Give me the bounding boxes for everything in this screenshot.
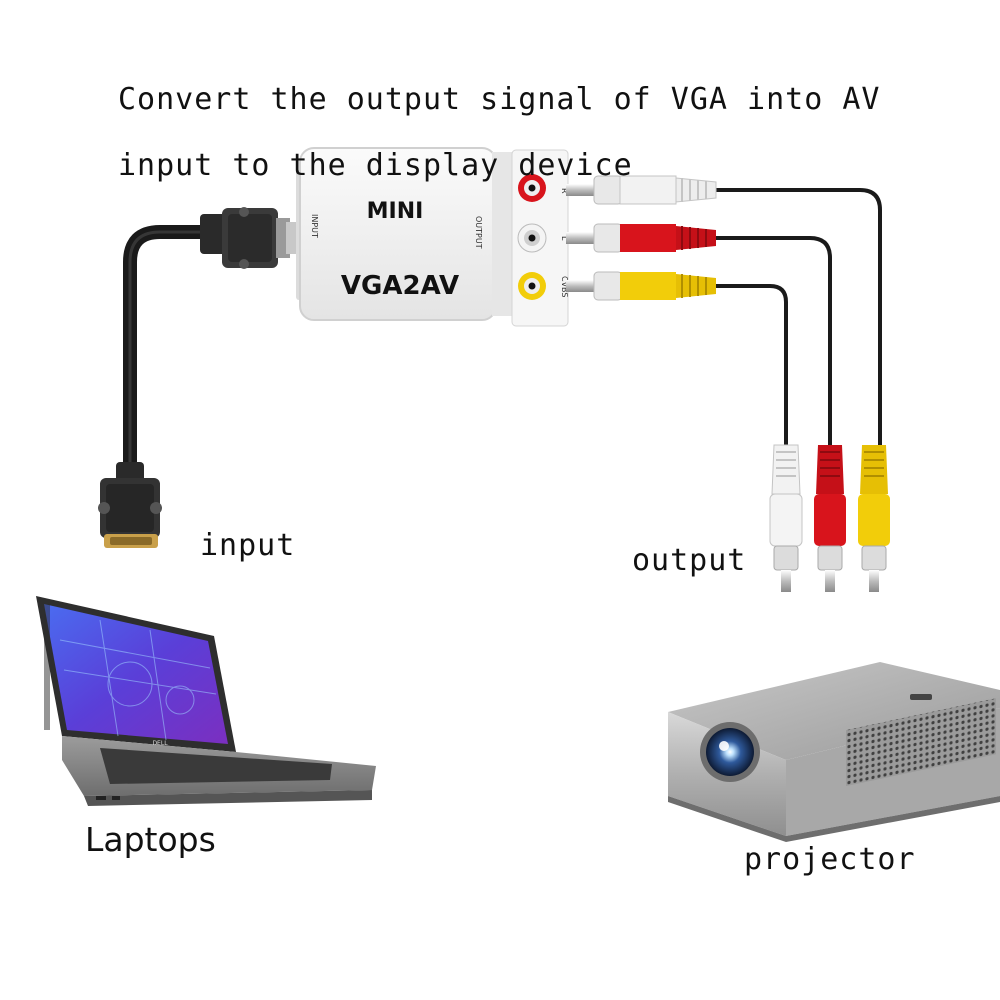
jack-red	[518, 174, 546, 202]
rca-plug-white-horizontal	[566, 175, 717, 205]
jack-r-label: R	[560, 188, 569, 194]
jack-yellow	[518, 272, 546, 300]
vga-cable	[123, 225, 212, 477]
laptops-label: Laptops	[85, 820, 216, 859]
jack-white	[517, 223, 547, 253]
rca-plug-red-horizontal	[566, 223, 716, 253]
headline-line-1: Convert the output signal of VGA into AV	[118, 82, 881, 117]
rca-plug-red-vertical	[814, 445, 846, 592]
headline-line-2: input to the display device	[118, 148, 633, 183]
projector-label: projector	[744, 842, 916, 877]
adapter-model-vga2av: VGA2AV	[341, 271, 459, 301]
vga-connector-top	[200, 207, 296, 269]
adapter-port-input-label: INPUT	[310, 214, 319, 238]
headline: Convert the output signal of VGA into AV…	[118, 50, 978, 215]
projector	[668, 662, 1000, 842]
laptop: DELL	[36, 596, 376, 806]
rca-plug-white-vertical	[769, 444, 803, 592]
rca-plug-yellow-horizontal	[566, 271, 716, 301]
jack-cvbs-label: CVBS	[560, 276, 569, 297]
output-label: output	[632, 543, 747, 578]
rca-plug-yellow-vertical	[858, 445, 890, 592]
input-label: input	[200, 528, 296, 563]
adapter-port-output-label: OUTPUT	[474, 216, 483, 249]
vga-connector-bottom	[98, 462, 162, 548]
laptop-logo: DELL	[152, 740, 168, 747]
rca-cables	[714, 188, 882, 447]
adapter-model-mini: MINI	[367, 199, 424, 224]
jack-l-label: L	[560, 236, 569, 241]
vga2av-adapter: MINI VGA2AV INPUT OUTPUT R L CVBS	[296, 147, 569, 327]
